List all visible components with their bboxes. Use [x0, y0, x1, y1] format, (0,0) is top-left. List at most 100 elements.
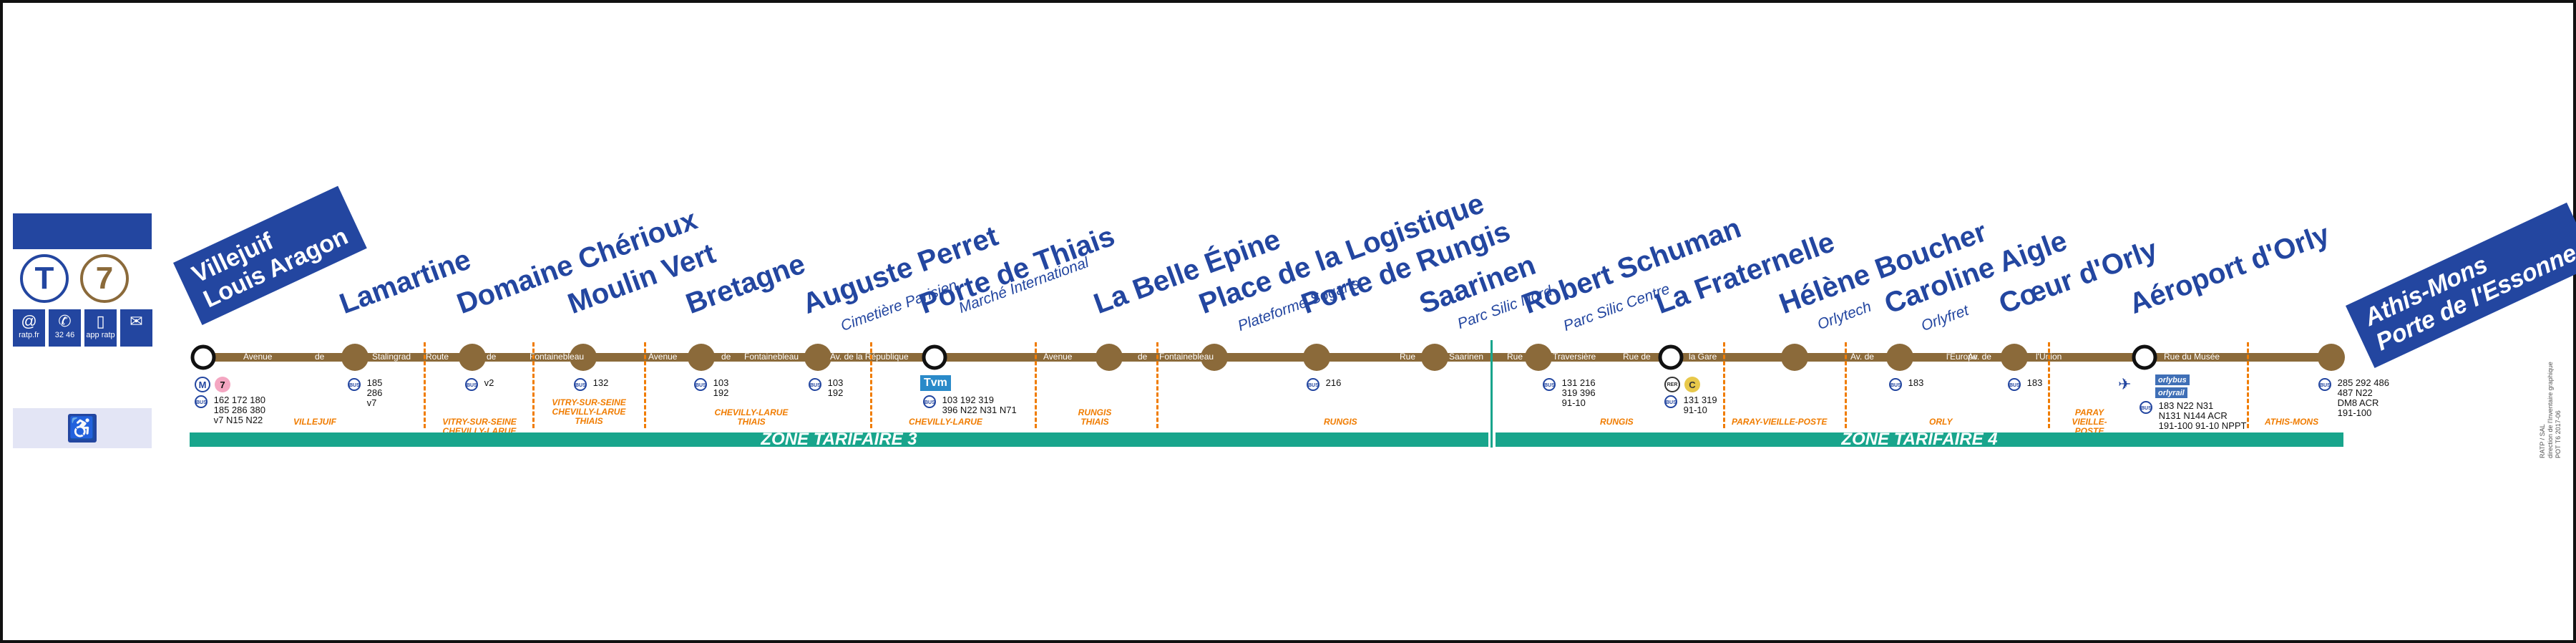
- stop: [1303, 344, 1330, 371]
- stop: [459, 344, 486, 371]
- service-phone[interactable]: ✆ 32 46: [49, 309, 81, 347]
- street: Rue du Musée: [2164, 352, 2220, 362]
- bus-connections: BUS 103 192 319 396 N22 N31 N71: [923, 395, 1017, 415]
- bus-lines: 185 286 v7: [366, 377, 383, 408]
- bus-lines: 132: [592, 377, 609, 388]
- interchange-stop: [1658, 344, 1684, 370]
- street: Avenue: [243, 352, 273, 362]
- bus-lines: 162 172 180 185 286 380 v7 N15 N22: [213, 395, 265, 425]
- service-label: app ratp: [86, 331, 115, 339]
- street: de: [487, 352, 497, 362]
- street: Fontainebleau: [1159, 352, 1214, 362]
- bus-icon: BUS: [465, 378, 478, 391]
- street: l'Europe: [1946, 352, 1978, 362]
- commune-boundary: [1723, 342, 1725, 428]
- orlyrail-badge: orlyrail: [2155, 387, 2187, 398]
- tram-logo: T: [20, 254, 69, 303]
- bus-icon: BUS: [2008, 378, 2021, 391]
- airplane-icon: ✈: [2118, 375, 2132, 393]
- street: Traversière: [1553, 352, 1596, 362]
- line-number-logo: 7: [80, 254, 129, 303]
- bus-connections: BUS 103 192: [694, 378, 728, 398]
- bus-connections: BUS 185 286 v7: [348, 378, 382, 408]
- commune-boundary: [424, 342, 426, 428]
- service-web[interactable]: @ ratp.fr: [13, 309, 45, 347]
- fare-zone-3: ZONE TARIFAIRE 3: [190, 431, 1488, 448]
- stop: [1525, 344, 1552, 371]
- commune-boundary: [2247, 342, 2249, 428]
- commune-boundary: [532, 342, 535, 428]
- bus-lines: 183: [2026, 377, 2043, 388]
- terminus-stop-west: [190, 344, 216, 370]
- bus-icon: BUS: [809, 378, 821, 391]
- header-blue-bar: [13, 213, 152, 249]
- mail-icon: ✉: [130, 312, 143, 330]
- street: Stalingrad: [372, 352, 411, 362]
- metro-icon: M: [195, 377, 210, 392]
- service-label: 32 46: [54, 331, 75, 339]
- street: Av. de: [1850, 352, 1874, 362]
- commune-boundary: [2048, 342, 2050, 428]
- interchange-stop: [2132, 344, 2157, 370]
- stop: [804, 344, 831, 371]
- commune-label: RUNGIS: [1324, 417, 1357, 427]
- stop: [2001, 344, 2028, 371]
- interchange-stop: [922, 344, 947, 370]
- commune-boundary: [870, 342, 872, 428]
- service-app[interactable]: ▯ app ratp: [84, 309, 117, 347]
- bus-icon: BUS: [195, 395, 208, 408]
- bus-lines: 131 319 91-10: [1683, 395, 1717, 415]
- bus-icon: BUS: [348, 378, 361, 391]
- orlybus-badge: orlybus: [2155, 374, 2190, 385]
- stop: [570, 344, 597, 371]
- bus-lines: 103 192: [713, 377, 729, 398]
- street: de: [1138, 352, 1148, 362]
- terminus-stop-east: [2318, 344, 2345, 371]
- street: Avenue: [1043, 352, 1073, 362]
- commune-label: VILLEJUIF: [293, 417, 337, 427]
- zone-separator: [1491, 340, 1493, 448]
- street: Avenue: [648, 352, 678, 362]
- street: la Gare: [1689, 352, 1717, 362]
- commune-label: RUNGIS: [1600, 417, 1634, 427]
- bus-connections: BUS 103 192: [809, 378, 843, 398]
- service-label: ratp.fr: [19, 331, 39, 339]
- street: Fontainebleau: [744, 352, 799, 362]
- stops-group: [190, 344, 2345, 371]
- street: Av. de la République: [830, 352, 909, 362]
- bus-connections: BUS v2: [465, 378, 494, 391]
- service-mail[interactable]: ✉: [120, 309, 152, 347]
- bus-icon: BUS: [574, 378, 587, 391]
- bus-lines: 183 N22 N31 N131 N144 ACR 191-100 91-10 …: [2158, 400, 2247, 431]
- footer-line: RATP / SAL: [2539, 424, 2546, 458]
- street: Saarinen: [1449, 352, 1484, 362]
- mobile-icon: ▯: [96, 312, 105, 330]
- bus-icon: BUS: [1889, 378, 1902, 391]
- street: de: [315, 352, 325, 362]
- fare-zone-4: ZONE TARIFAIRE 4: [1496, 431, 2343, 448]
- footer-note: RATP / SAL direction de l'Inventaire gra…: [2539, 362, 2562, 458]
- stop: [1421, 344, 1448, 371]
- street: Av. de: [1968, 352, 1991, 362]
- street: Rue: [1400, 352, 1416, 362]
- bus-lines: 103 192: [827, 377, 844, 398]
- wheelchair-icon: ♿: [68, 414, 97, 443]
- commune-label: RUNGIS THIAIS: [1078, 407, 1112, 427]
- bus-icon: BUS: [1664, 395, 1677, 408]
- stop: [688, 344, 715, 371]
- street: de: [721, 352, 731, 362]
- street: Rue: [1507, 352, 1523, 362]
- bus-connections: BUS 162 172 180 185 286 380 v7 N15 N22: [195, 395, 265, 425]
- bus-lines: v2: [484, 377, 494, 388]
- bus-lines: 285 292 486 487 N22 DM8 ACR 191-100: [2337, 377, 2389, 418]
- bus-connections: BUS 216: [1307, 378, 1341, 391]
- street: Rue de: [1623, 352, 1651, 362]
- rer-line-c-badge: C: [1684, 377, 1700, 392]
- bus-icon: BUS: [694, 378, 707, 391]
- stop: [1781, 344, 1808, 371]
- commune-boundary: [1156, 342, 1158, 428]
- bus-connections: BUS 183 N22 N31 N131 N144 ACR 191-100 91…: [2140, 401, 2246, 431]
